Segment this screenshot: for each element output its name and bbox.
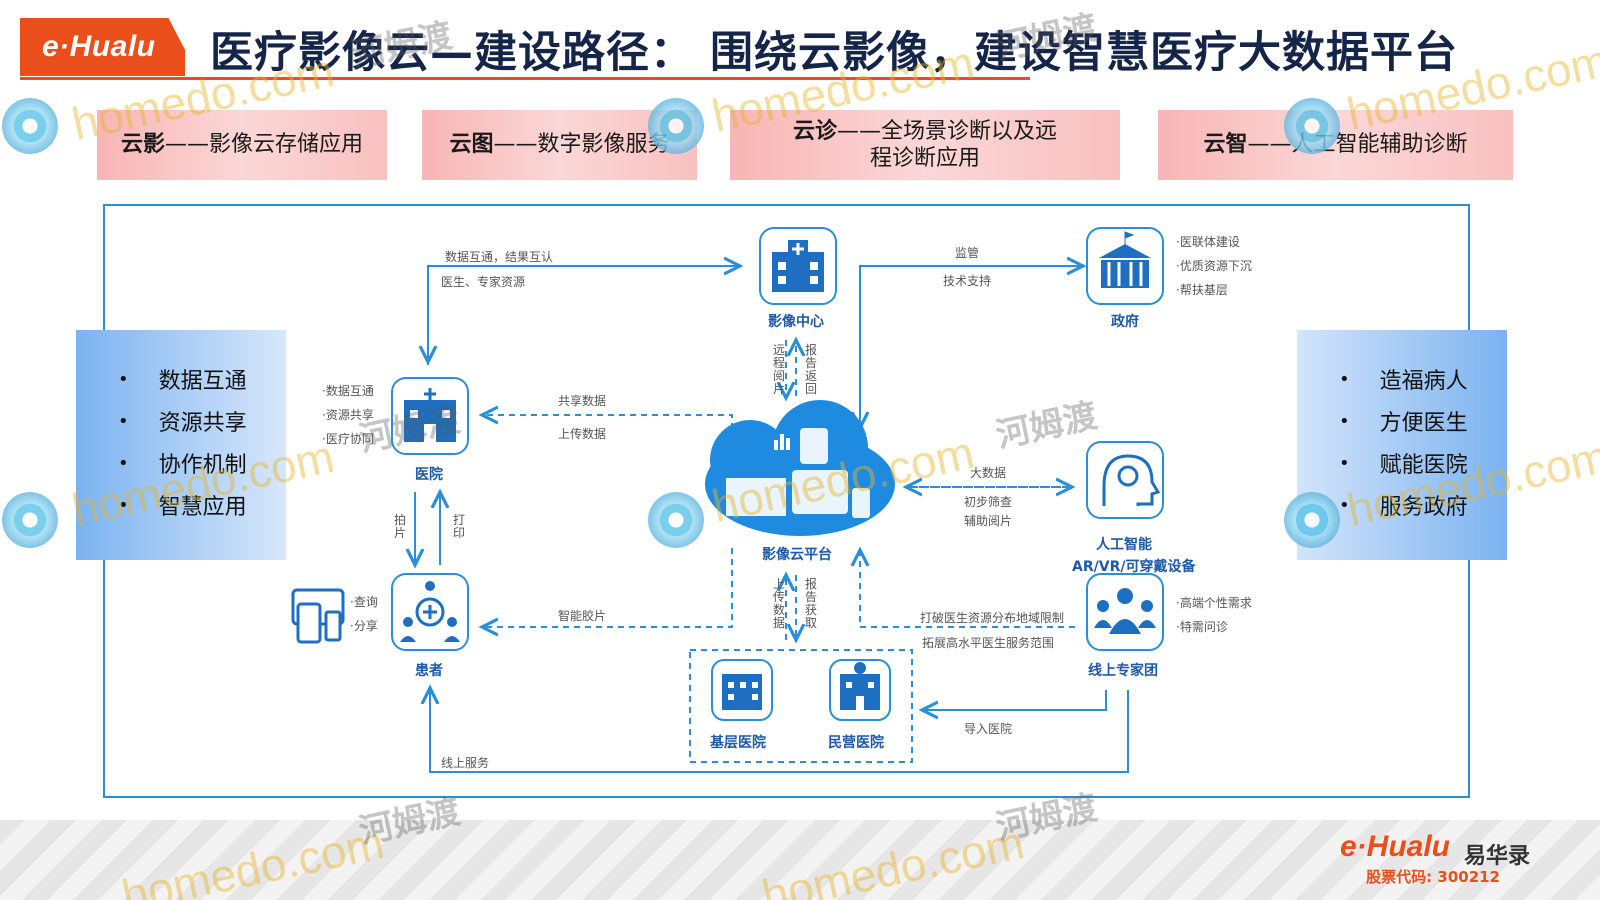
node-government: 政府 xyxy=(1111,314,1139,330)
gov-note: ·帮扶基层 xyxy=(1176,283,1228,297)
capability-desc: ——影像云存储应用 xyxy=(165,132,364,158)
annotation-doctor-resources: 医生、专家资源 xyxy=(441,275,526,289)
annotation-supervise: 监管 xyxy=(955,246,980,260)
government-building-icon xyxy=(1086,227,1164,305)
annotation-upload-data: 上传数据 xyxy=(558,427,607,441)
capability-cloud-diagnosis: 云诊——全场景诊断以及远程诊断应用 xyxy=(730,110,1120,180)
capability-desc: ——全场景诊断以及远程诊断应用 xyxy=(837,118,1058,172)
connector-online-service xyxy=(430,688,1129,773)
annotation-share-data: 共享数据 xyxy=(558,394,607,408)
company-logo: e·Hualu xyxy=(20,18,185,76)
expert-note: ·高端个性需求 xyxy=(1176,596,1252,610)
connector-share-data xyxy=(482,415,733,440)
annotation-assist-read: 辅助阅片 xyxy=(964,514,1013,528)
patient-group-icon xyxy=(391,573,469,651)
capability-key: 云智 xyxy=(1203,132,1248,158)
right-panel-item: 赋能医院 xyxy=(1339,442,1507,484)
capability-key: 云图 xyxy=(449,132,494,158)
annotation-smart-film: 智能胶片 xyxy=(558,609,607,623)
node-expert-team: 线上专家团 xyxy=(1088,663,1158,679)
left-panel-item: 智慧应用 xyxy=(118,484,286,526)
annotation-report-return: 报告返回 xyxy=(804,343,817,396)
annotation-initial-screen: 初步筛查 xyxy=(964,495,1013,509)
annotation-upload-data-vertical: 上传数据 xyxy=(772,577,785,630)
annotation-shoot: 拍片 xyxy=(393,513,406,540)
hospital-icon xyxy=(391,377,469,455)
capability-desc: ——数字影像服务 xyxy=(493,132,670,158)
hospital-note: ·医疗协同 xyxy=(322,432,374,446)
annotation-share: ·分享 xyxy=(350,619,378,633)
gov-note: ·医联体建设 xyxy=(1176,235,1240,249)
right-panel-item: 造福病人 xyxy=(1339,358,1507,400)
connector-smart-film xyxy=(482,548,733,627)
annotation-data-interop: 数据互通，结果互认 xyxy=(445,250,554,264)
connector-expert xyxy=(860,550,1075,628)
right-panel-item: 方便医生 xyxy=(1339,400,1507,442)
node-ai: 人工智能 xyxy=(1096,537,1152,553)
node-patient: 患者 xyxy=(415,663,443,679)
annotation-online-service: 线上服务 xyxy=(441,756,490,770)
node-cloud-platform: 影像云平台 xyxy=(762,547,832,563)
node-primary-hospital: 基层医院 xyxy=(710,735,766,751)
connector-import-hospital xyxy=(922,690,1107,710)
hospital-note: ·数据互通 xyxy=(322,384,374,398)
capability-key: 云诊 xyxy=(792,118,837,144)
private-hospital-icon xyxy=(829,659,891,721)
annotation-break-limit: 打破医生资源分布地域限制 xyxy=(920,611,1065,625)
left-panel-item: 协作机制 xyxy=(118,442,286,484)
ai-brain-icon xyxy=(1086,441,1164,519)
annotation-print: 打印 xyxy=(452,513,465,540)
node-ar-vr: AR/VR/可穿戴设备 xyxy=(1072,559,1196,575)
annotation-big-data: 大数据 xyxy=(970,466,1007,480)
mobile-devices-icon xyxy=(291,588,345,644)
node-imaging-center: 影像中心 xyxy=(768,314,824,330)
annotation-extend-range: 拓展高水平医生服务范围 xyxy=(922,636,1055,650)
node-hospital: 医院 xyxy=(415,467,443,483)
expert-note: ·特需问诊 xyxy=(1176,620,1228,634)
capability-key: 云影 xyxy=(120,132,165,158)
cloud-platform-icon xyxy=(705,400,895,536)
footer-pattern xyxy=(0,820,1600,900)
left-panel-item: 数据互通 xyxy=(118,358,286,400)
annotation-report-get: 报告获取 xyxy=(804,577,817,630)
footer-brand-logo: e·Hualu xyxy=(1339,830,1450,863)
expert-team-icon xyxy=(1086,573,1164,651)
annotation-tech-support: 技术支持 xyxy=(943,274,992,288)
right-panel-item: 服务政府 xyxy=(1339,484,1507,526)
left-panel-item: 资源共享 xyxy=(118,400,286,442)
left-benefit-panel: 数据互通 资源共享 协作机制 智慧应用 xyxy=(76,330,286,560)
connector-center-gov xyxy=(859,266,1083,430)
annotation-remote-read: 远程阅片 xyxy=(772,343,785,396)
page-title: 医疗影像云—建设路径： 围绕云影像，建设智慧医疗大数据平台 xyxy=(210,28,1458,78)
annotation-query: ·查询 xyxy=(350,595,378,609)
capability-cloud-image: 云影——影像云存储应用 xyxy=(97,110,387,180)
stock-code: 股票代码: 300212 xyxy=(1366,868,1500,886)
gov-note: ·优质资源下沉 xyxy=(1176,259,1252,273)
hospital-note: ·资源共享 xyxy=(322,408,374,422)
annotation-import-hospital: 导入医院 xyxy=(964,722,1013,736)
title-underline xyxy=(20,77,1030,80)
hospital-group-box xyxy=(689,649,913,763)
node-private-hospital: 民营医院 xyxy=(828,735,884,751)
primary-hospital-icon xyxy=(711,659,773,721)
footer-brand-cn: 易华录 xyxy=(1463,844,1530,869)
hospital-building-icon xyxy=(759,227,837,305)
